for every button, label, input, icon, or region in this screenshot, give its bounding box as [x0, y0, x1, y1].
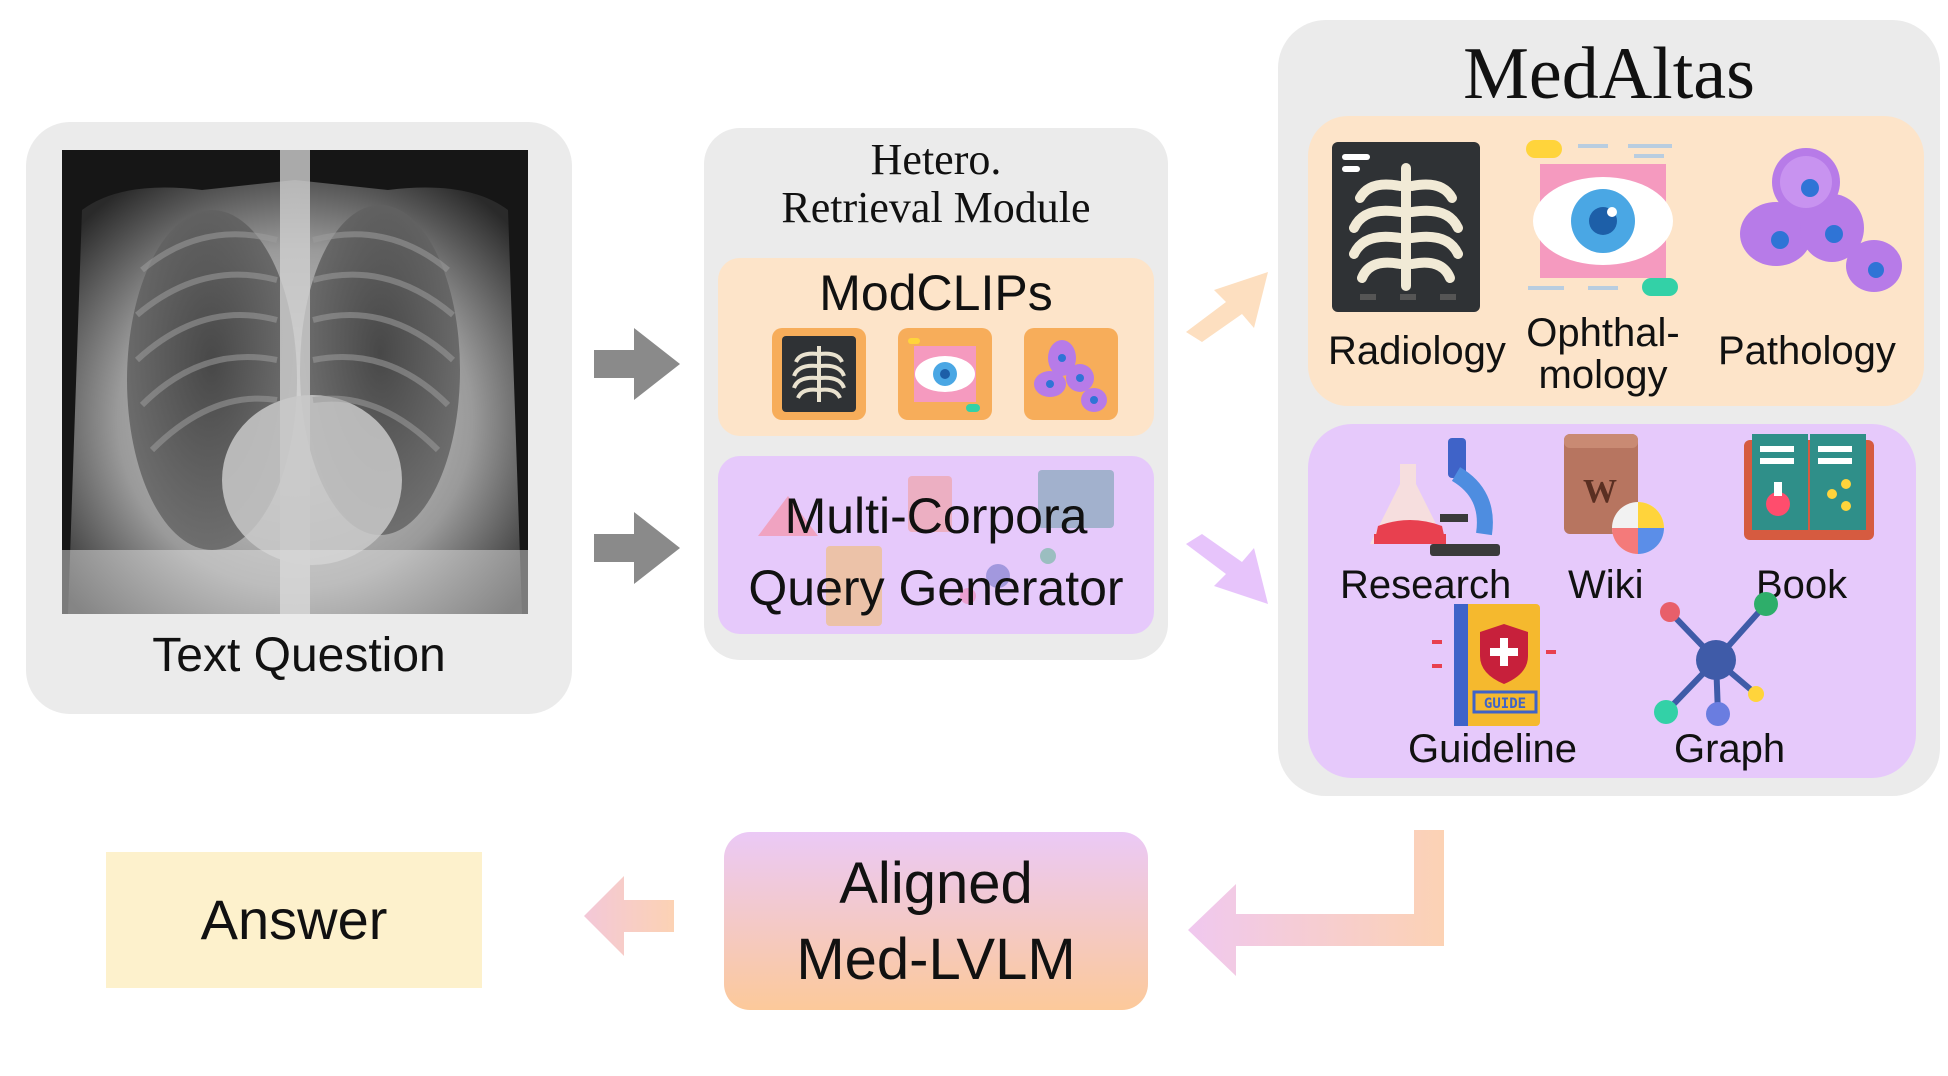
- query-generator-label: Multi-Corpora Query Generator: [748, 488, 1124, 616]
- medatlas-title: MedAltas: [1463, 33, 1755, 115]
- cells-icon: [1736, 144, 1906, 294]
- input-panel: Text Question: [26, 122, 572, 714]
- ophthalmology-label: Ophthal- mology: [1526, 311, 1680, 397]
- arrow-to-answer: [584, 876, 674, 956]
- chest-xray-image: [62, 150, 528, 614]
- radiology-label: Radiology: [1328, 329, 1506, 373]
- graph-network-icon: [1646, 590, 1786, 730]
- xray-ribcage-icon: [1330, 140, 1482, 314]
- query-generator-box: Multi-Corpora Query Generator: [718, 456, 1154, 634]
- modalities-box: Radiology Ophthal- mology Pathology: [1308, 116, 1924, 406]
- modclips-xray-icon: [772, 328, 866, 420]
- guide-book-icon: GUIDE: [1428, 600, 1558, 730]
- medatlas-panel: MedAltas: [1278, 20, 1940, 796]
- retrieval-module-title: Hetero. Retrieval Module: [781, 135, 1091, 232]
- guideline-label: Guideline: [1408, 727, 1578, 771]
- modclips-box: ModCLIPs: [718, 258, 1154, 436]
- arrow-to-query-generator: [594, 512, 680, 584]
- arrow-to-model: [1188, 830, 1444, 976]
- corpora-box: W Research Wiki Book: [1308, 424, 1916, 778]
- svg-text:W: W: [1583, 473, 1617, 510]
- svg-text:GUIDE: GUIDE: [1484, 696, 1526, 712]
- modclips-eye-icon: [898, 328, 992, 420]
- modclips-cells-icon: [1024, 328, 1118, 420]
- text-question-label: Text Question: [152, 629, 446, 682]
- wiki-book-icon: W: [1560, 428, 1680, 558]
- eye-scan-icon: [1518, 136, 1688, 306]
- graph-label: Graph: [1674, 727, 1786, 771]
- faint-corpora-icons: [758, 470, 1114, 626]
- arrow-to-corpora: [1186, 534, 1268, 604]
- microscope-icon: [1360, 434, 1500, 564]
- answer-box: Answer: [106, 852, 482, 988]
- aligned-med-lvlm-box: Aligned Med-LVLM: [724, 832, 1148, 1010]
- open-book-icon: [1742, 434, 1876, 544]
- arrow-to-modalities: [1186, 272, 1268, 342]
- research-label: Research: [1340, 563, 1512, 607]
- pathology-label: Pathology: [1718, 329, 1896, 373]
- arrow-to-modclips: [594, 328, 680, 400]
- wiki-label: Wiki: [1568, 563, 1644, 607]
- modclips-label: ModCLIPs: [819, 265, 1053, 321]
- retrieval-module-panel: Hetero. Retrieval Module ModCLIPs: [704, 128, 1168, 660]
